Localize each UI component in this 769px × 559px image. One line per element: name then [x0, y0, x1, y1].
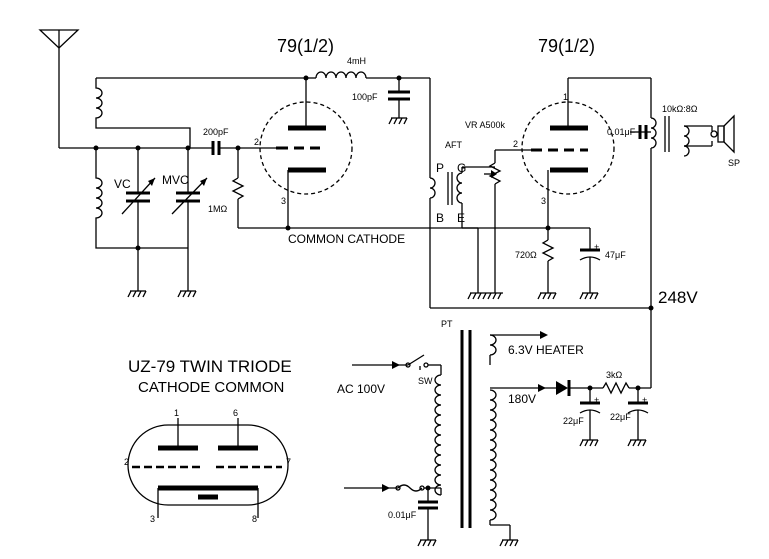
cap-200pf [211, 141, 221, 155]
transformer-p-label: P [436, 161, 444, 175]
left-tube-label: 79(1/2) [277, 36, 334, 56]
volume-potentiometer [484, 149, 531, 293]
twin-triode-symbol [127, 418, 289, 518]
right-grid-pin: 2 [513, 139, 518, 149]
mvc-label: MVC [162, 173, 189, 187]
cap-22uf-b: + [627, 388, 649, 447]
ground-symbol [127, 290, 147, 298]
tuning-coil [93, 145, 188, 249]
power-transformer [434, 330, 540, 540]
base-pin-3: 3 [150, 514, 155, 524]
common-cathode-label: COMMON CATHODE [288, 232, 405, 246]
left-triode [259, 78, 353, 228]
transformer-g-label: G [457, 161, 466, 175]
mvc-capacitor [171, 145, 208, 291]
ground-symbol [499, 539, 519, 547]
right-triode [521, 78, 615, 228]
res-1m [231, 145, 245, 228]
cap-001uf-primary-label: 0.01μF [388, 510, 417, 520]
hv-label: 180V [508, 392, 536, 406]
pt-label: PT [441, 319, 453, 329]
cap-100pf-label: 100pF [352, 92, 378, 102]
sw-label: SW [418, 376, 433, 386]
speaker-label: SP [728, 158, 740, 168]
aft-label: AFT [445, 140, 463, 150]
cap-47uf-label: 47μF [605, 250, 626, 260]
ground-symbol [177, 290, 197, 298]
left-cathode-pin: 3 [281, 196, 286, 206]
right-plate-pin: 1 [563, 92, 568, 102]
base-pin-1: 1 [174, 408, 179, 418]
heater-label: 6.3V HEATER [508, 343, 584, 357]
interstage-transformer [429, 166, 495, 308]
cap-47uf: + [579, 228, 601, 300]
antenna-symbol [38, 29, 80, 148]
cap-22uf-b-label: 22μF [610, 412, 631, 422]
cap-22uf-a-label: 22μF [563, 416, 584, 426]
supply-248v-label: 248V [658, 288, 698, 307]
heater-arrow [540, 331, 548, 339]
vr-label: VR A500k [465, 120, 506, 130]
res-720-label: 720Ω [515, 250, 537, 260]
cap-001uf-primary [417, 485, 438, 547]
res-720 [537, 228, 557, 300]
ground-symbol [467, 292, 503, 300]
base-pin-2: 2 [124, 457, 129, 467]
cap-001uf-label: 0.01μF [607, 127, 636, 137]
tube-subtitle: CATHODE COMMON [138, 379, 284, 396]
speaker-icon [710, 114, 735, 154]
antenna-coil [95, 77, 306, 148]
inductor-4mh [303, 71, 430, 81]
ac-input-label: AC 100V [337, 382, 385, 396]
vc-label: VC [114, 177, 131, 191]
base-pin-7: 7 [286, 457, 291, 467]
transformer-b-label: B [436, 211, 444, 225]
output-transformer [630, 116, 713, 308]
cap-100pf [388, 78, 410, 125]
base-pin-8: 8 [252, 514, 257, 524]
inductor-4mh-label: 4mH [347, 56, 366, 66]
rectifier-diode [556, 380, 603, 396]
transformer-e-label: E [457, 211, 465, 225]
svg-text:+: + [594, 242, 599, 252]
output-transformer-label: 10kΩ:8Ω [662, 104, 698, 114]
res-1m-label: 1MΩ [208, 204, 228, 214]
svg-text:+: + [642, 395, 647, 405]
cap-200pf-label: 200pF [203, 127, 229, 137]
cap-22uf-a: + [579, 388, 601, 447]
left-grid-pin: 2 [254, 137, 259, 147]
right-cathode-pin: 3 [541, 196, 546, 206]
vc-capacitor [121, 145, 156, 291]
base-pin-6: 6 [233, 408, 238, 418]
tube-title: UZ-79 TWIN TRIODE [128, 357, 292, 376]
svg-text:+: + [594, 395, 599, 405]
right-tube-label: 79(1/2) [538, 36, 595, 56]
res-3k-label: 3kΩ [606, 370, 623, 380]
